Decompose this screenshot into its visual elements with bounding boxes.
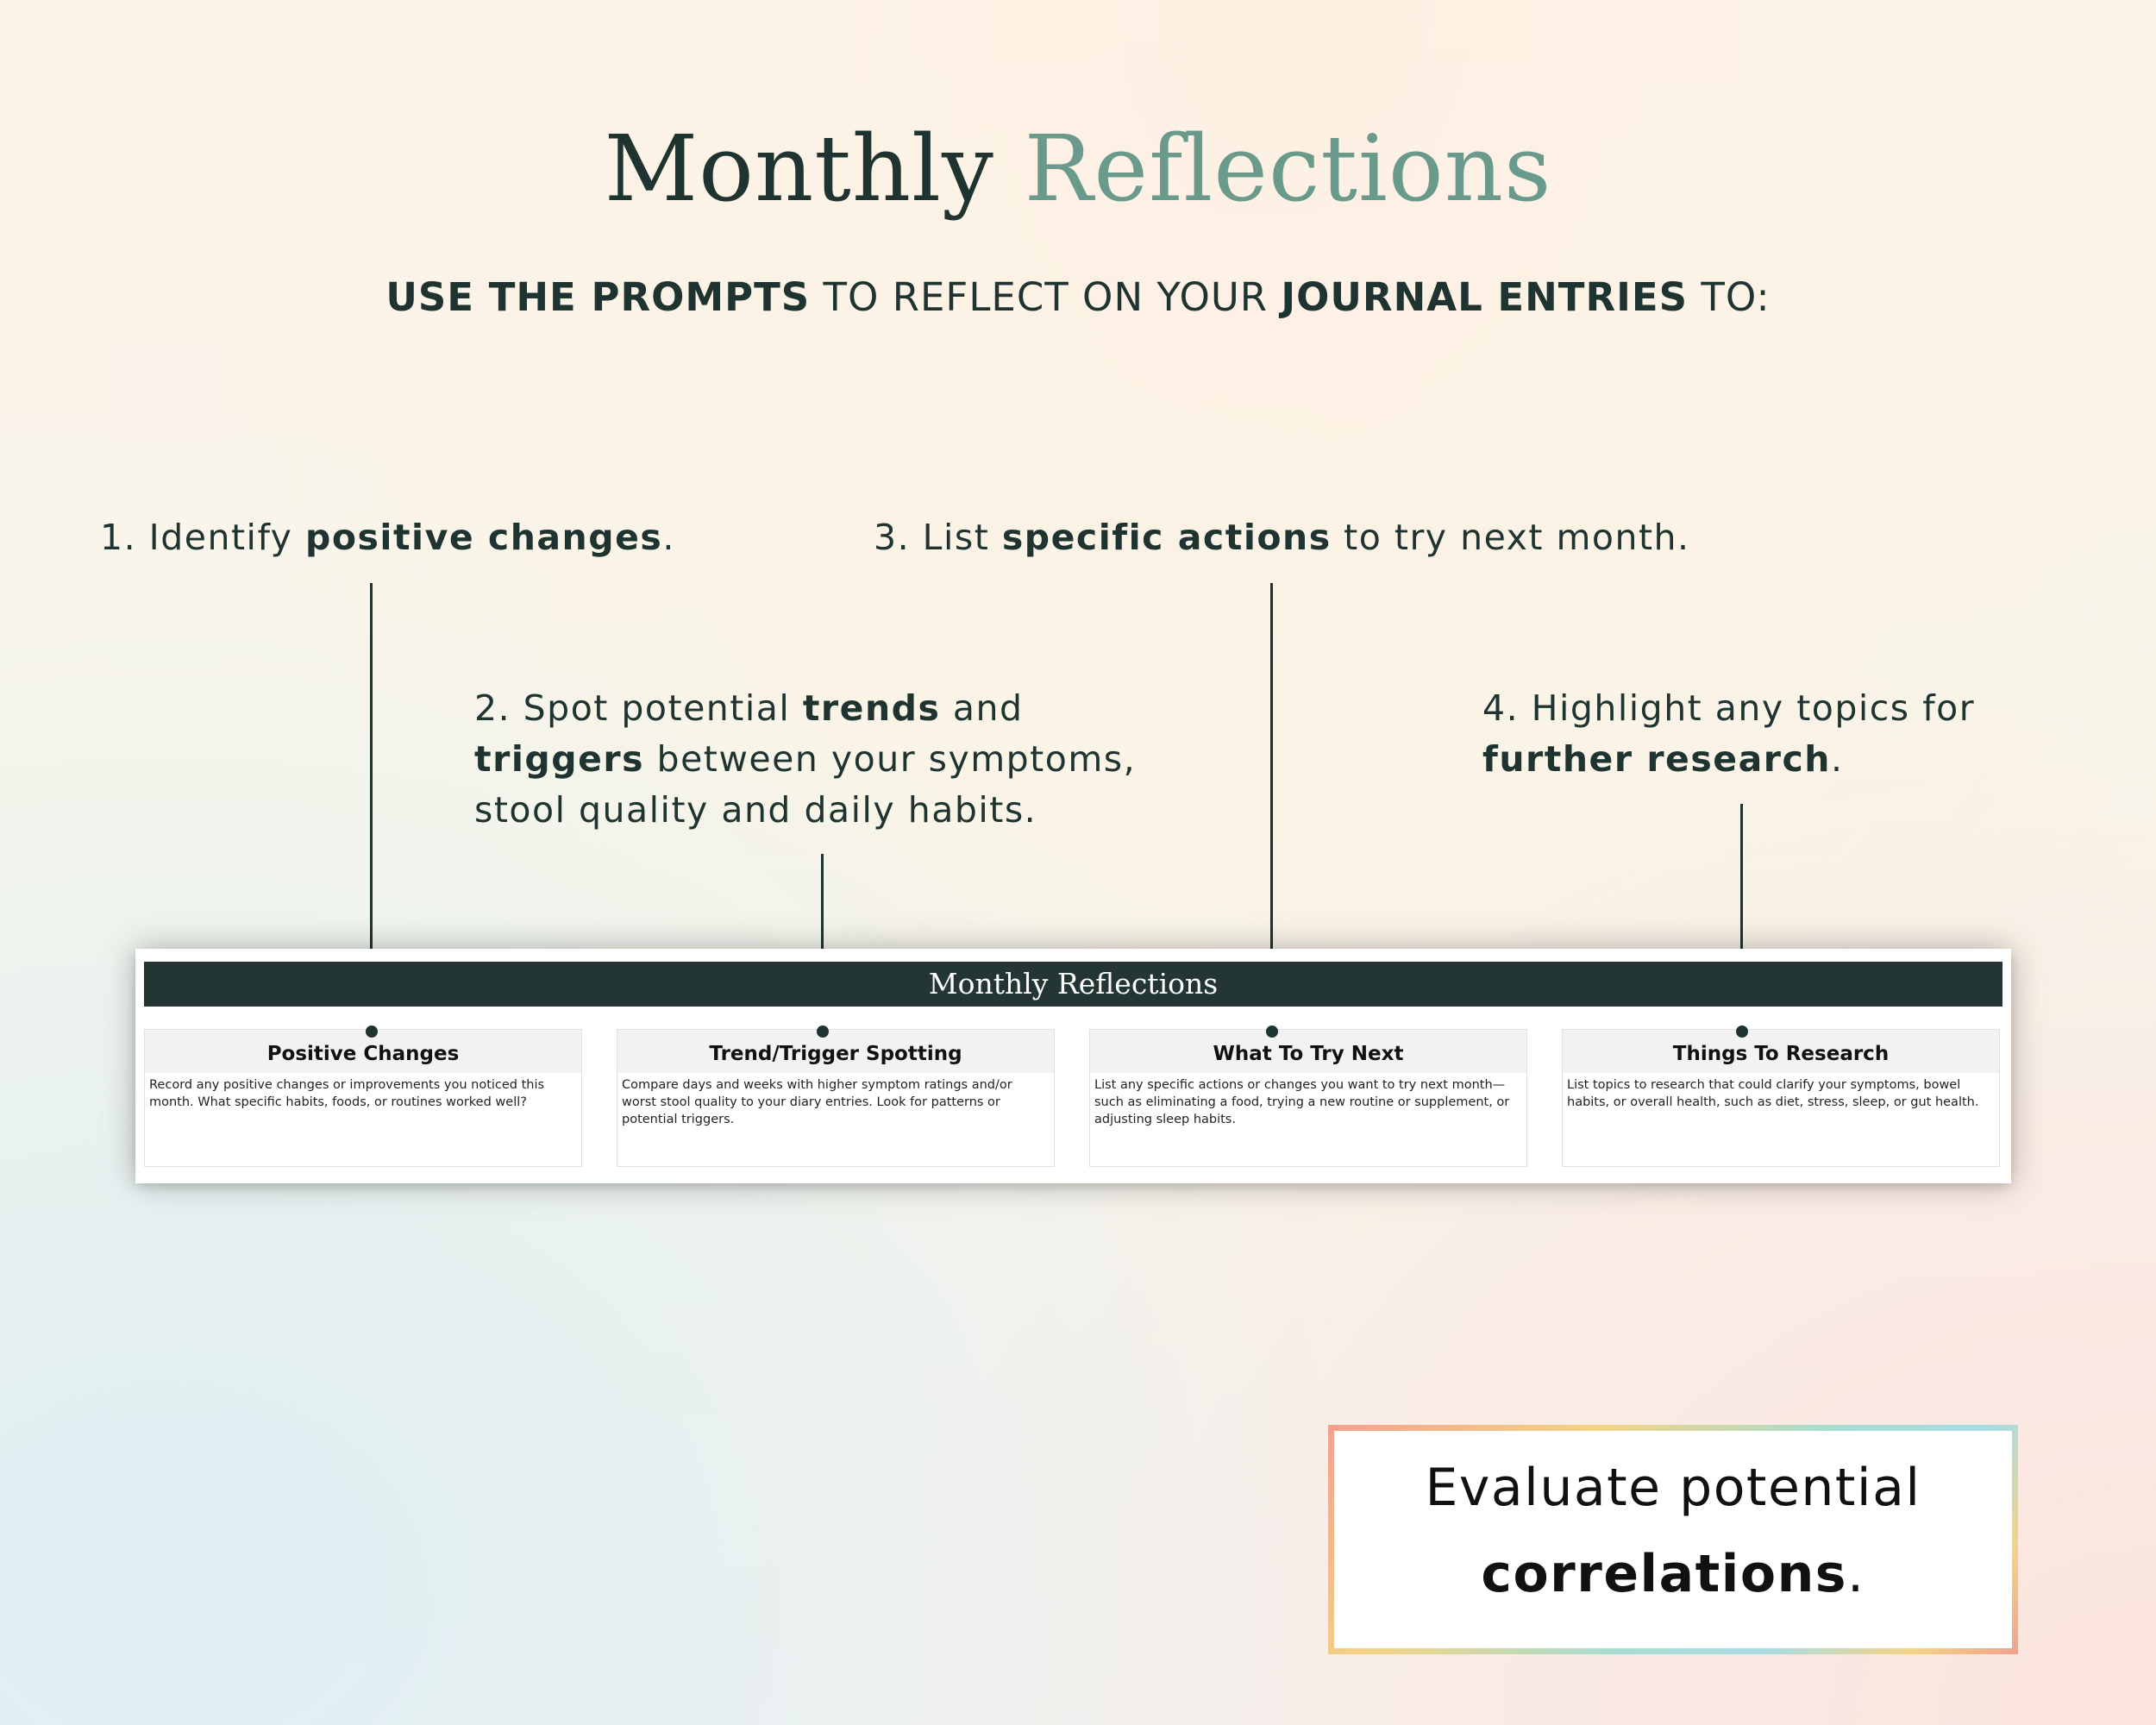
prompt-4-lead: 4. Highlight any topics for (1482, 687, 1976, 729)
connector-dot-1 (366, 1026, 378, 1038)
prompt-3-tail: to try next month. (1331, 517, 1690, 558)
prompt-4-highlight-topics: 4. Highlight any topics for further rese… (1482, 683, 2086, 785)
card-what-to-try-next: What To Try Next List any specific actio… (1089, 1029, 1527, 1167)
card-title: Trend/Trigger Spotting (617, 1030, 1054, 1073)
callout-tail: . (1847, 1544, 1865, 1604)
connector-dot-2 (817, 1026, 829, 1038)
connector-line-1 (370, 583, 373, 1032)
prompt-2-spot-trends: 2. Spot potential trends and triggers be… (474, 683, 1190, 836)
prompt-2-mid: and (940, 687, 1024, 729)
prompt-1-identify: 1. Identify positive changes. (100, 512, 876, 563)
sheet-header: Monthly Reflections (144, 962, 2002, 1007)
prompt-2-bold-triggers: triggers (474, 738, 645, 780)
card-description: List any specific actions or changes you… (1094, 1078, 1510, 1126)
subtitle-bold-1: USE THE PROMPTS (385, 274, 811, 320)
prompt-2-tail: between your symptoms, stool quality and… (474, 738, 1137, 831)
connector-line-4 (1740, 804, 1743, 1032)
card-positive-changes: Positive Changes Record any positive cha… (144, 1029, 582, 1167)
card-title: Things To Research (1563, 1030, 1999, 1073)
prompt-4-tail: . (1830, 738, 1844, 780)
card-description: List topics to research that could clari… (1567, 1078, 1979, 1109)
prompt-1-tail: . (662, 517, 675, 558)
subtitle-text-1: TO REFLECT ON YOUR (810, 274, 1282, 320)
connector-dot-3 (1266, 1026, 1278, 1038)
card-trend-trigger-spotting: Trend/Trigger Spotting Compare days and … (617, 1029, 1055, 1167)
prompt-3-bold: specific actions (1001, 517, 1332, 558)
subtitle-bold-2: JOURNAL ENTRIES (1281, 274, 1689, 320)
prompt-3-list-actions: 3. List specific actions to try next mon… (874, 512, 1822, 563)
callout-box: Evaluate potential correlations. (1328, 1425, 2018, 1654)
prompt-4-bold: further research (1482, 738, 1831, 780)
page-title: Monthly Reflections (0, 116, 2156, 222)
callout-line-1: Evaluate potential (1425, 1458, 1921, 1518)
connector-dot-4 (1736, 1026, 1748, 1038)
card-title: Positive Changes (145, 1030, 581, 1073)
callout-line-2: correlations. (1334, 1531, 2012, 1617)
prompt-1-bold: positive changes (304, 517, 663, 558)
reflections-sheet-preview: Monthly Reflections Positive Changes Rec… (135, 949, 2011, 1183)
card-description: Compare days and weeks with higher sympt… (622, 1078, 1012, 1126)
card-title: What To Try Next (1090, 1030, 1526, 1073)
connector-line-3 (1270, 583, 1273, 1032)
prompt-2-bold-trends: trends (802, 687, 941, 729)
card-description: Record any positive changes or improveme… (149, 1078, 545, 1109)
callout-text: Evaluate potential correlations. (1334, 1431, 2012, 1648)
card-things-to-research: Things To Research List topics to resear… (1562, 1029, 2000, 1167)
title-word-monthly: Monthly (604, 116, 994, 222)
subtitle-text-2: TO: (1688, 274, 1771, 320)
connector-line-2 (821, 854, 824, 1032)
prompt-2-lead: 2. Spot potential (474, 687, 803, 729)
page-subtitle: USE THE PROMPTS TO REFLECT ON YOUR JOURN… (0, 274, 2156, 320)
prompt-1-lead: 1. Identify (100, 517, 305, 558)
prompt-3-lead: 3. List (874, 517, 1002, 558)
title-word-reflections: Reflections (1024, 116, 1552, 222)
callout-bold: correlations (1481, 1544, 1848, 1604)
